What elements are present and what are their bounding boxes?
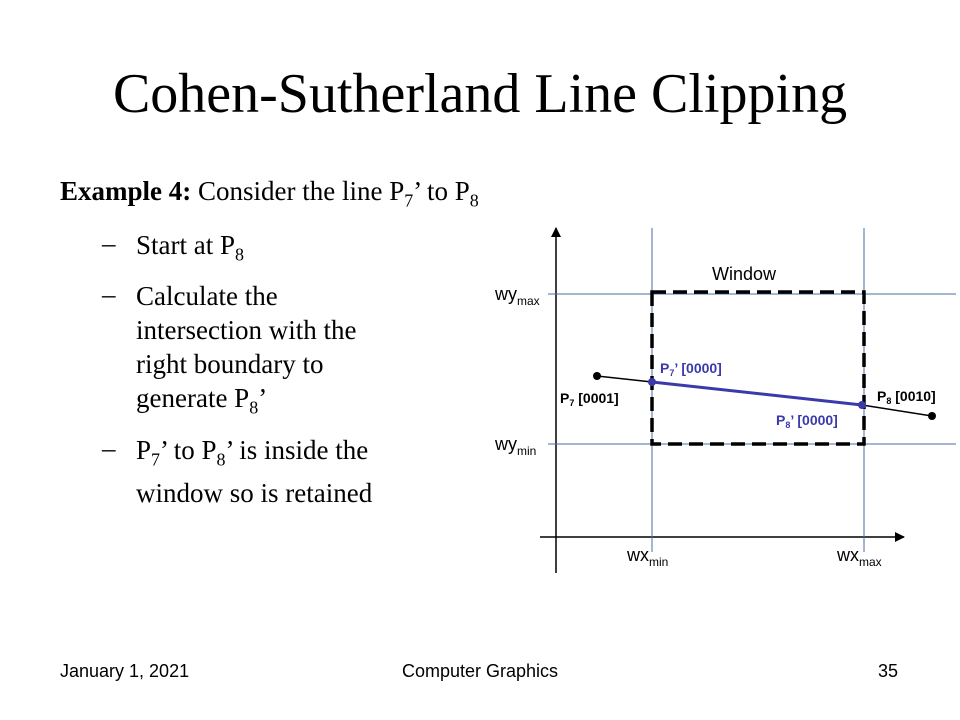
bullet-item: – Calculate the intersection with the ri… [102,279,402,424]
bullet-item: – P7’ to P8’ is inside the window so is … [102,433,402,510]
p8-label: P8 [0010] [877,388,936,406]
example-mid: ’ to P [413,176,470,206]
wx-min-label: wxmin [626,545,668,569]
bullet-dash: – [102,279,116,310]
p8-prime-label: P8’ [0000] [776,412,838,430]
example-p8-sub: 8 [469,190,479,211]
wy-max-label: wymax [494,284,540,308]
wx-max-label: wxmax [836,545,882,569]
example-label: Example 4: [60,176,192,206]
bullet-text: Start at P8 [136,230,244,265]
point-p8 [928,412,936,420]
bullet-dash: – [102,432,116,463]
point-p7 [593,372,601,380]
line-p8prime-to-p8 [861,404,933,417]
p7-label: P7 [0001] [560,390,619,408]
footer-page-number: 35 [878,661,899,681]
bullet-text: Calculate the intersection with the righ… [136,281,357,418]
example-p7-sub: 7 [404,190,414,211]
window-label: Window [712,264,777,284]
wy-min-label: wymin [494,434,536,458]
footer-course: Computer Graphics [401,661,559,681]
footer-date: January 1, 2021 [60,661,190,681]
bullet-item: – Start at P8 [102,228,402,271]
example-text: Consider the line P [198,176,405,206]
point-p8-prime [858,401,866,409]
clipped-line [651,380,863,407]
bullet-dash: – [102,228,116,258]
slide-title: Cohen-Sutherland Line Clipping [112,63,848,125]
point-p7-prime [648,378,656,386]
clip-window [650,290,866,446]
bullet-list: – Start at P8 – Calculate the intersecti… [102,228,402,518]
bullet-text: P7’ to P8’ is inside the window so is re… [136,434,373,509]
p7-prime-label: P7’ [0000] [660,360,722,378]
example-heading: Example 4: Consider the line P7’ to P8 [60,176,479,211]
line-p7-to-p7prime [596,375,653,383]
